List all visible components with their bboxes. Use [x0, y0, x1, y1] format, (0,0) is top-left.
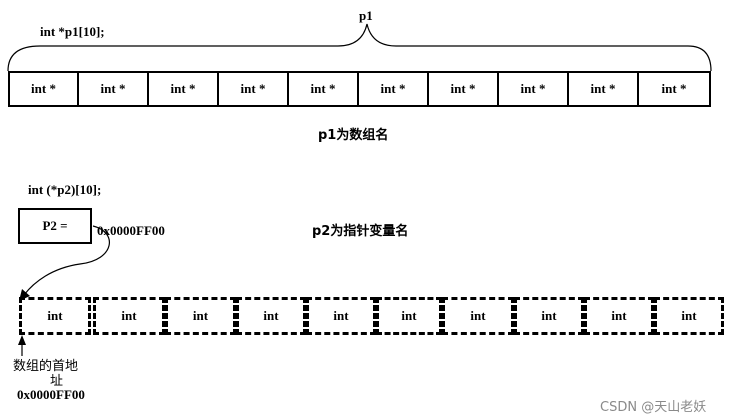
p1-cell: int * [357, 71, 429, 107]
p1-name-label: p1 [359, 8, 373, 23]
pointer-arrow-curve [23, 225, 110, 296]
p2-cell: int [514, 297, 584, 335]
p1-cell: int * [77, 71, 149, 107]
p2-declaration: int (*p2)[10]; [28, 182, 102, 197]
p1-caption: p1为数组名 [318, 128, 389, 143]
p2-cell: int [165, 297, 236, 335]
p1-cell: int * [8, 71, 79, 107]
p1-cell: int * [567, 71, 639, 107]
p2-pointer-value: 0x0000FF00 [97, 223, 165, 238]
p1-brace [7, 23, 712, 72]
p2-cell: int [93, 297, 165, 335]
p1-cell: int * [497, 71, 569, 107]
p2-cell: int [584, 297, 654, 335]
p2-cell: int [306, 297, 376, 335]
p2-cell: int [442, 297, 514, 335]
base-address-label-line1: 数组的首地 [13, 359, 79, 374]
p1-cell: int * [217, 71, 289, 107]
p1-cell: int * [287, 71, 359, 107]
p1-cell: int * [637, 71, 711, 107]
base-address-value: 0x0000FF00 [17, 387, 85, 402]
watermark: CSDN @天山老妖 [600, 400, 707, 415]
p1-declaration: int *p1[10]; [40, 24, 105, 39]
p2-cell: int [654, 297, 724, 335]
p2-caption: p2为指针变量名 [312, 224, 409, 239]
p1-cell: int * [427, 71, 499, 107]
p1-cell: int * [147, 71, 219, 107]
base-address-label-line2: 址 [50, 374, 64, 389]
p2-pointer-box: P2 = [18, 208, 92, 244]
base-address-arrowhead [18, 335, 26, 345]
p2-cell: int [19, 297, 91, 335]
p2-cell: int [376, 297, 442, 335]
p2-cell: int [236, 297, 306, 335]
